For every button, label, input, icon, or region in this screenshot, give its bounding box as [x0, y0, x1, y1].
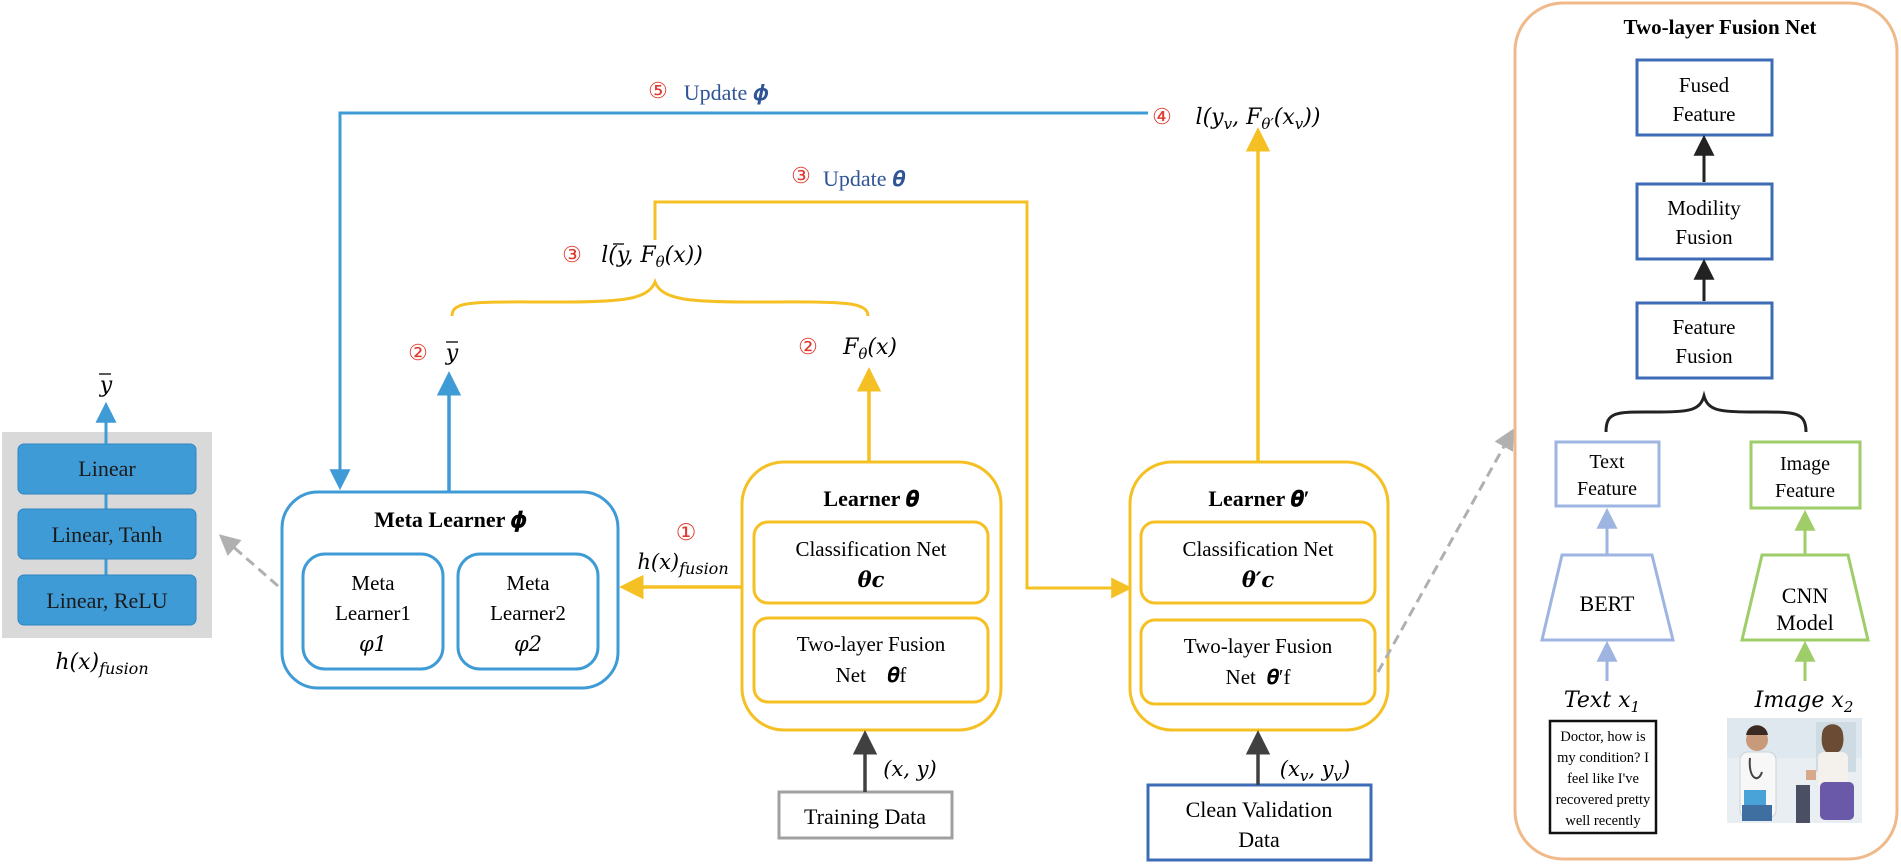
- feature-fusion-line2: Fusion: [1675, 344, 1733, 368]
- fusion-net-panel: Two-layer Fusion Net Fused Feature Modil…: [1513, 1, 1899, 861]
- modility-fusion-line1: Modility: [1667, 196, 1741, 220]
- image-x2-label: Image x2: [1754, 688, 1854, 716]
- update-theta-label: Update 𝜽: [823, 166, 906, 191]
- fused-feature-line2: Feature: [1673, 102, 1736, 126]
- meta-learner1-line2: Learner1: [335, 601, 411, 625]
- meta-learner1-box: [301, 552, 445, 671]
- clean-validation-line2: Data: [1238, 827, 1280, 852]
- cnn-encoder-shape: [1740, 553, 1870, 642]
- text-feature-line2: Feature: [1577, 478, 1637, 500]
- fusion-net-prime-label: Two-layer Fusion: [1184, 634, 1333, 658]
- classification-net-prime-theta: 𝜽′c: [1242, 567, 1275, 592]
- fusion-net-prime-box: [1139, 618, 1377, 706]
- layer-linear-tanh: [17, 508, 197, 560]
- train-loss-label: l(y, Fθ(x)): [601, 243, 703, 271]
- step-2a-marker: ②: [408, 340, 428, 365]
- text-feature-box: [1554, 440, 1661, 508]
- doctor-text-line1: Doctor, how is: [1560, 729, 1646, 745]
- learner-title: Learner 𝜽: [823, 486, 919, 511]
- classification-net-prime-label: Classification Net: [1182, 537, 1333, 561]
- layer-linear-label: Linear: [78, 456, 136, 481]
- step-4-marker: ④: [1152, 104, 1172, 129]
- feature-brace: [1604, 390, 1808, 433]
- combine-brace: [450, 277, 870, 317]
- meta-learner1-line1: Meta: [351, 571, 395, 595]
- doctor-text-line5: well recently: [1565, 813, 1641, 829]
- image-feature-line2: Feature: [1775, 480, 1835, 502]
- cnn-line2: Model: [1776, 610, 1833, 635]
- update-theta-arrow: [653, 200, 1133, 599]
- step-5-marker: ⑤: [648, 78, 668, 103]
- meta-learner2-box: [456, 552, 600, 671]
- dashed-arrow-fusion-net: [1376, 428, 1515, 673]
- clean-validation-box: [1146, 783, 1373, 862]
- meta-learner-title: Meta Learner 𝝓: [374, 507, 526, 532]
- fusion-net-prime-theta: Net 𝜽′f: [1226, 665, 1291, 689]
- update-phi-label: Update 𝝓: [684, 80, 769, 105]
- step-2b-marker: ②: [798, 334, 818, 359]
- fused-feature-line1: Fused: [1679, 73, 1730, 97]
- meta-learner1-phi: φ1: [359, 632, 387, 656]
- f-theta-x-label: Fθ(x): [842, 335, 897, 363]
- learner-prime-title: Learner 𝜽′: [1208, 486, 1309, 511]
- layer-linear-tanh-label: Linear, Tanh: [52, 522, 163, 547]
- text-feature-line1: Text: [1589, 451, 1625, 473]
- layer-linear-relu-label: Linear, ReLU: [46, 588, 167, 613]
- dashed-arrow-stack: [218, 534, 279, 588]
- xv-yv-label: (xv, yv): [1280, 757, 1350, 785]
- image-feature-box: [1749, 440, 1862, 510]
- feature-fusion-line1: Feature: [1673, 315, 1736, 339]
- doctor-text-line4: recovered pretty: [1556, 792, 1651, 808]
- modility-fusion-line2: Fusion: [1675, 225, 1733, 249]
- update-phi-arrow: [329, 111, 1148, 491]
- bert-label: BERT: [1580, 591, 1635, 616]
- doctor-text-line2: my condition? I: [1557, 750, 1649, 766]
- step-3b-marker: ③: [791, 163, 811, 188]
- fusion-net-title: Two-layer Fusion Net: [1624, 15, 1817, 39]
- training-data-box: [777, 790, 954, 840]
- cnn-line1: CNN: [1782, 583, 1829, 608]
- meta-loss-label: l(yv, Fθ′(xv)): [1196, 105, 1321, 133]
- meta-learner2-phi: φ2: [514, 632, 542, 656]
- doctor-text-box: [1548, 719, 1658, 835]
- feature-fusion-box: [1635, 301, 1774, 380]
- bert-encoder-shape: [1540, 553, 1675, 642]
- clean-validation-line1: Clean Validation: [1186, 797, 1333, 822]
- h-fusion-label: h(x)fusion: [637, 550, 728, 578]
- classification-net-prime-box: [1139, 520, 1377, 605]
- stack-ybar-label: y: [99, 373, 113, 398]
- step-3a-marker: ③: [562, 242, 582, 267]
- fusion-net-label: Two-layer Fusion: [797, 632, 946, 656]
- classification-net-theta: 𝜽c: [858, 567, 885, 592]
- modility-fusion-box: [1635, 182, 1774, 261]
- image-feature-line1: Image: [1780, 453, 1830, 475]
- meta-learner2-line2: Learner2: [490, 601, 566, 625]
- step-1-marker: ①: [676, 520, 697, 545]
- doctor-text-line3: feel like I've: [1567, 771, 1639, 787]
- classification-net-box: [752, 520, 990, 605]
- xy-label: (x, y): [883, 757, 936, 781]
- training-data-label: Training Data: [804, 804, 926, 829]
- doctor-patient-image: [1727, 718, 1862, 823]
- layer-linear-relu: [17, 574, 197, 626]
- stack-caption: h(x)fusion: [55, 650, 148, 678]
- fusion-net-box: [752, 616, 990, 704]
- ybar-label: y: [445, 341, 459, 366]
- learner-prime-box: Learner 𝜽′ Classification Net 𝜽′c Two-la…: [1128, 460, 1390, 732]
- fusion-net-theta: Net 𝜽f: [836, 663, 907, 687]
- text-x1-label: Text x1: [1564, 688, 1640, 716]
- meta-learner-box: Meta Learner 𝝓 Meta Learner1 φ1 Meta Lea…: [280, 490, 620, 690]
- left-layer-stack: Linear Linear, Tanh Linear, ReLU y h(x)f…: [2, 373, 212, 678]
- classification-net-label: Classification Net: [795, 537, 946, 561]
- meta-learner2-line1: Meta: [506, 571, 550, 595]
- fused-feature-box: [1635, 58, 1774, 137]
- learner-box: Learner 𝜽 Classification Net 𝜽c Two-laye…: [740, 460, 1003, 732]
